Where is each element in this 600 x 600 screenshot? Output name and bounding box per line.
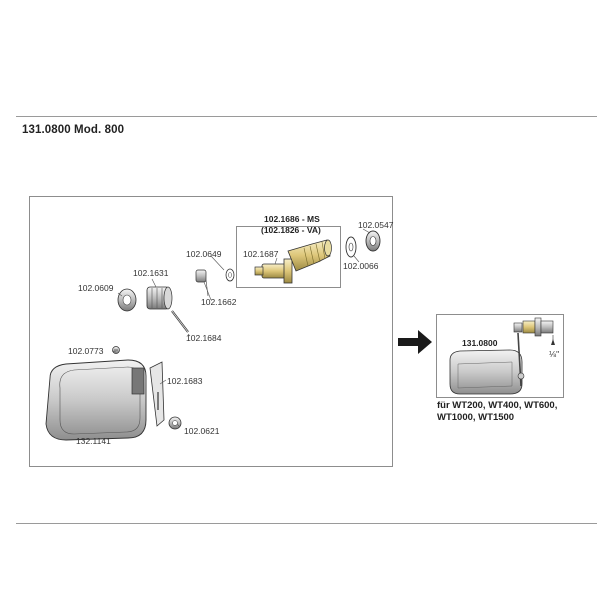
label-102-1662: 102.1662 <box>201 297 237 307</box>
compatibility-note: für WT200, WT400, WT600, WT1000, WT1500 <box>437 400 597 424</box>
page-title: 131.0800 Mod. 800 <box>22 124 125 136</box>
part-float-1141 <box>45 359 147 441</box>
label-102-1687: 102.1687 <box>243 249 279 259</box>
label-102-1686: 102.1686 - MS <box>264 214 320 224</box>
label-102-1826: (102.1826 - VA) <box>261 225 321 235</box>
label-102-0621: 102.0621 <box>184 426 220 436</box>
page-frame <box>16 116 597 524</box>
part-arm-1683 <box>149 361 165 427</box>
part-insert-1662 <box>195 269 209 297</box>
label-102-1683: 102.1683 <box>167 376 203 386</box>
label-102-0609: 102.0609 <box>78 283 114 293</box>
label-102-1684: 102.1684 <box>186 333 222 343</box>
part-pin-1684 <box>171 310 189 333</box>
label-102-0547: 102.0547 <box>358 220 394 230</box>
compatibility-line-1: für WT200, WT400, WT600, <box>437 400 558 411</box>
label-132-1141: 132.1141 <box>76 436 111 446</box>
thread-size-label: ⅛" <box>549 349 559 359</box>
part-nut-0547 <box>365 230 381 252</box>
label-102-0066: 102.0066 <box>343 261 379 271</box>
part-washer-0066 <box>345 236 357 258</box>
label-102-1631: 102.1631 <box>133 268 169 278</box>
label-102-0649: 102.0649 <box>186 249 222 259</box>
part-bushing-1631 <box>146 286 173 310</box>
assembly-code: 131.0800 <box>462 338 498 348</box>
part-nut-0609 <box>117 288 137 312</box>
leader-lines <box>111 228 371 428</box>
assembled-float-unit <box>449 317 555 395</box>
part-washer-0649 <box>225 268 235 282</box>
part-stem-1686 <box>287 239 332 272</box>
part-screw-0773 <box>112 346 120 354</box>
arrow-right-icon <box>398 330 432 354</box>
label-102-0773: 102.0773 <box>68 346 104 356</box>
compatibility-line-2: WT1000, WT1500 <box>437 412 515 423</box>
part-nut-0621 <box>168 416 182 430</box>
part-fitting-1687 <box>254 258 293 284</box>
